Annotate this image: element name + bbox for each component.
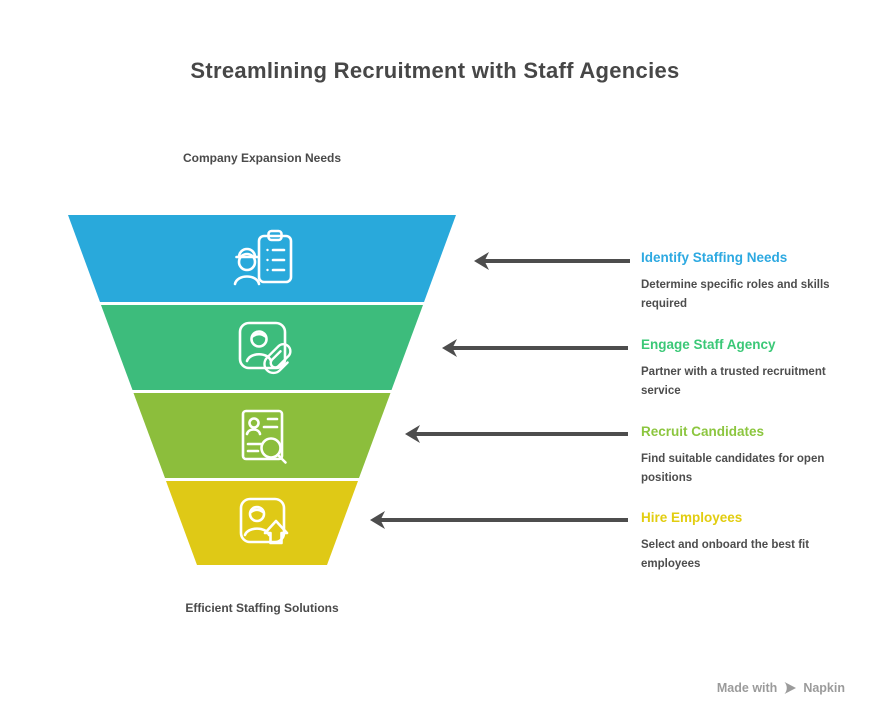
step-description: Determine specific roles and skills requ… (641, 279, 830, 310)
made-with-text: Made with (716, 681, 778, 695)
arrow-head-2 (442, 339, 457, 357)
step-description: Select and onboard the best fit employee… (641, 539, 810, 570)
step-heading: Recruit Candidates (641, 424, 765, 439)
step-engage-staff-agency: Engage Staff Agency Partner with a trust… (641, 337, 846, 400)
step-heading: Hire Employees (641, 510, 743, 525)
napkin-logo-icon (784, 682, 797, 694)
id-card-up-arrow-icon (239, 497, 289, 545)
id-card-paperclip-icon (238, 321, 292, 375)
step-heading: Engage Staff Agency (641, 337, 776, 352)
funnel-bottom-label: Efficient Staffing Solutions (185, 601, 339, 615)
funnel-segment-engage (101, 305, 423, 390)
funnel-segment-identify (68, 215, 456, 302)
step-heading: Identify Staffing Needs (641, 250, 788, 265)
step-recruit-candidates: Recruit Candidates Find suitable candida… (641, 424, 846, 487)
funnel-segment-hire (166, 481, 358, 565)
connector-arrows (370, 252, 630, 529)
page-title: Streamlining Recruitment with Staff Agen… (190, 58, 680, 83)
arrow-head-4 (370, 511, 385, 529)
funnel-top-label: Company Expansion Needs (182, 151, 342, 165)
step-description: Partner with a trusted recruitment servi… (641, 366, 826, 397)
step-hire-employees: Hire Employees Select and onboard the be… (641, 510, 846, 573)
resume-search-icon (241, 409, 287, 464)
arrow-head-1 (474, 252, 489, 270)
step-identify-staffing-needs: Identify Staffing Needs Determine specif… (641, 250, 846, 313)
step-description: Find suitable candidates for open positi… (641, 453, 825, 484)
worker-checklist-icon (233, 229, 293, 286)
funnel-segment-recruit (133, 393, 391, 478)
made-with-napkin-credit: Made with Napkin (717, 681, 845, 695)
arrow-head-3 (405, 425, 420, 443)
brand-text: Napkin (803, 681, 845, 695)
